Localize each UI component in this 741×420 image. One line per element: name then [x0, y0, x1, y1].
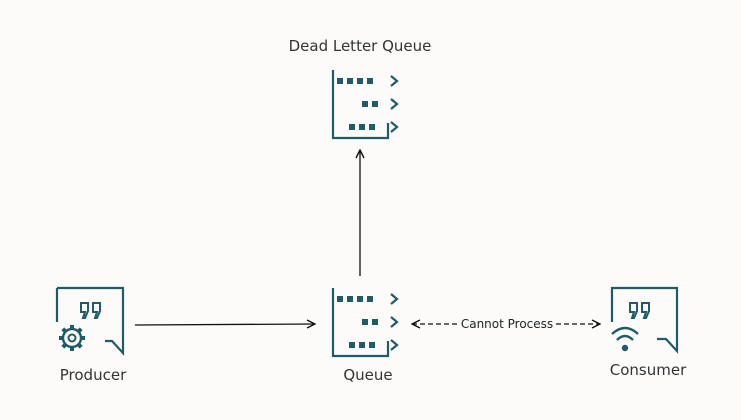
consumer-icon — [610, 286, 679, 354]
queue-icon — [331, 288, 399, 358]
edge-producer-to-queue — [134, 324, 315, 325]
node-label-producer: Producer — [59, 366, 127, 384]
queue-icon — [331, 70, 399, 140]
edge-label-cannot-process: Cannot Process — [459, 317, 555, 331]
node-label-queue: Queue — [343, 366, 393, 384]
producer-icon — [55, 286, 125, 356]
wifi-icon — [611, 326, 639, 352]
node-label-dead-letter-queue: Dead Letter Queue — [288, 37, 432, 55]
gear-icon — [59, 325, 85, 351]
node-label-consumer: Consumer — [609, 361, 687, 379]
